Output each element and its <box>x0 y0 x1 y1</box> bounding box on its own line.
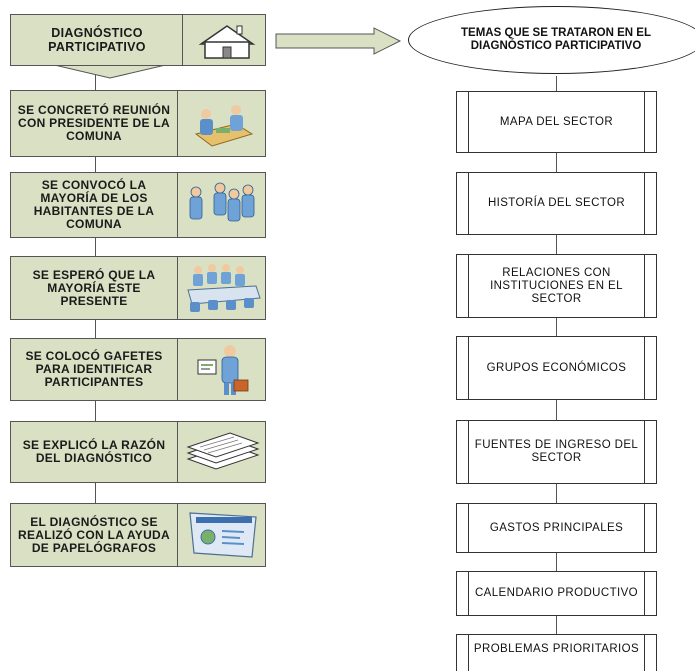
topic-box-right-bar <box>644 255 656 317</box>
step-label: SE CONCRETÓ REUNIÓN CON PRESIDENTE DE LA… <box>17 103 171 143</box>
topic-box: FUENTES DE INGRESO DEL SECTOR <box>456 420 657 484</box>
topic-box: RELACIONES CON INSTITUCIONES EN EL SECTO… <box>456 254 657 318</box>
step-box <box>10 90 266 157</box>
step-icon-cell <box>177 90 266 157</box>
topic-box-right-bar <box>644 504 656 552</box>
topic-box-left-bar <box>457 504 469 552</box>
header-title: DIAGNÓSTICO PARTICIPATIVO <box>48 26 146 54</box>
step-icon-cell <box>177 338 266 401</box>
connector-line <box>95 75 96 90</box>
step-label: SE EXPLICÓ LA RAZÓN DEL DIAGNÓSTICO <box>22 438 166 465</box>
topic-box-left-bar <box>457 572 469 615</box>
step-label: SE COLOCÓ GAFETES PARA IDENTIFICAR PARTI… <box>25 349 163 389</box>
topic-label: GASTOS PRINCIPALES <box>489 521 624 534</box>
badge-person-icon <box>197 345 249 395</box>
topics-title: TEMAS QUE SE TRATARON EN EL DIAGNÓSTICO … <box>408 6 695 74</box>
step-label: EL DIAGNÓSTICO SE REALIZÓ CON LA AYUDA D… <box>17 514 170 555</box>
connector-line <box>95 483 96 503</box>
topic-box-left-bar <box>457 635 469 671</box>
topic-box-left-bar <box>457 421 469 483</box>
topic-box: CALENDARIO PRODUCTIVO <box>456 571 657 616</box>
topic-label: MAPA DEL SECTOR <box>499 115 614 128</box>
topic-label: PROBLEMAS PRIORITARIOS <box>473 643 640 655</box>
house-icon <box>198 25 256 59</box>
right-arrow <box>275 27 402 55</box>
step-label: SE CONVOCÓ LA MAYORÍA DE LOS HABITANTES … <box>33 178 155 231</box>
topic-label: FUENTES DE INGRESO DEL SECTOR <box>474 439 639 464</box>
step-icon-cell <box>177 172 266 238</box>
topic-box-right-bar <box>644 337 656 399</box>
topic-label: CALENDARIO PRODUCTIVO <box>474 587 639 599</box>
connector-line <box>95 320 96 338</box>
topic-box: GRUPOS ECONÓMICOS <box>456 336 657 400</box>
connector-line <box>95 157 96 172</box>
step-icon-cell <box>177 503 266 567</box>
step-icon-cell <box>177 421 266 483</box>
topic-box: PROBLEMAS PRIORITARIOS <box>456 634 657 671</box>
people-group-icon <box>189 182 255 222</box>
topic-box-left-bar <box>457 92 469 152</box>
topic-label: GRUPOS ECONÓMICOS <box>486 361 627 374</box>
topic-label: HISTORÍA DEL SECTOR <box>487 197 626 209</box>
topic-box: HISTORÍA DEL SECTOR <box>456 172 657 235</box>
chart-screen-icon <box>189 512 257 558</box>
topics-title-text: TEMAS QUE SE TRATARON EN EL DIAGNÓSTICO … <box>461 27 651 52</box>
topic-box-left-bar <box>457 255 469 317</box>
step-label: SE ESPERÓ QUE LA MAYORÍA ESTE PRESENTE <box>32 267 156 308</box>
header-icon-cell <box>182 14 266 66</box>
documents-stack-icon <box>186 432 260 470</box>
topic-box: GASTOS PRINCIPALES <box>456 503 657 553</box>
topic-box-right-bar <box>644 92 656 152</box>
topic-box: MAPA DEL SECTOR <box>456 91 657 153</box>
conference-table-icon <box>187 264 261 312</box>
topic-label: RELACIONES CON INSTITUCIONES EN EL SECTO… <box>490 266 623 305</box>
step-icon-cell <box>177 256 266 320</box>
connector-line <box>95 238 96 256</box>
topic-box-left-bar <box>457 173 469 234</box>
topic-box-left-bar <box>457 337 469 399</box>
topic-box-right-bar <box>644 572 656 615</box>
topic-box-right-bar <box>644 635 656 671</box>
topic-box-right-bar <box>644 173 656 234</box>
connector-line <box>95 401 96 421</box>
meeting-icon <box>194 105 254 147</box>
topic-box-right-bar <box>644 421 656 483</box>
